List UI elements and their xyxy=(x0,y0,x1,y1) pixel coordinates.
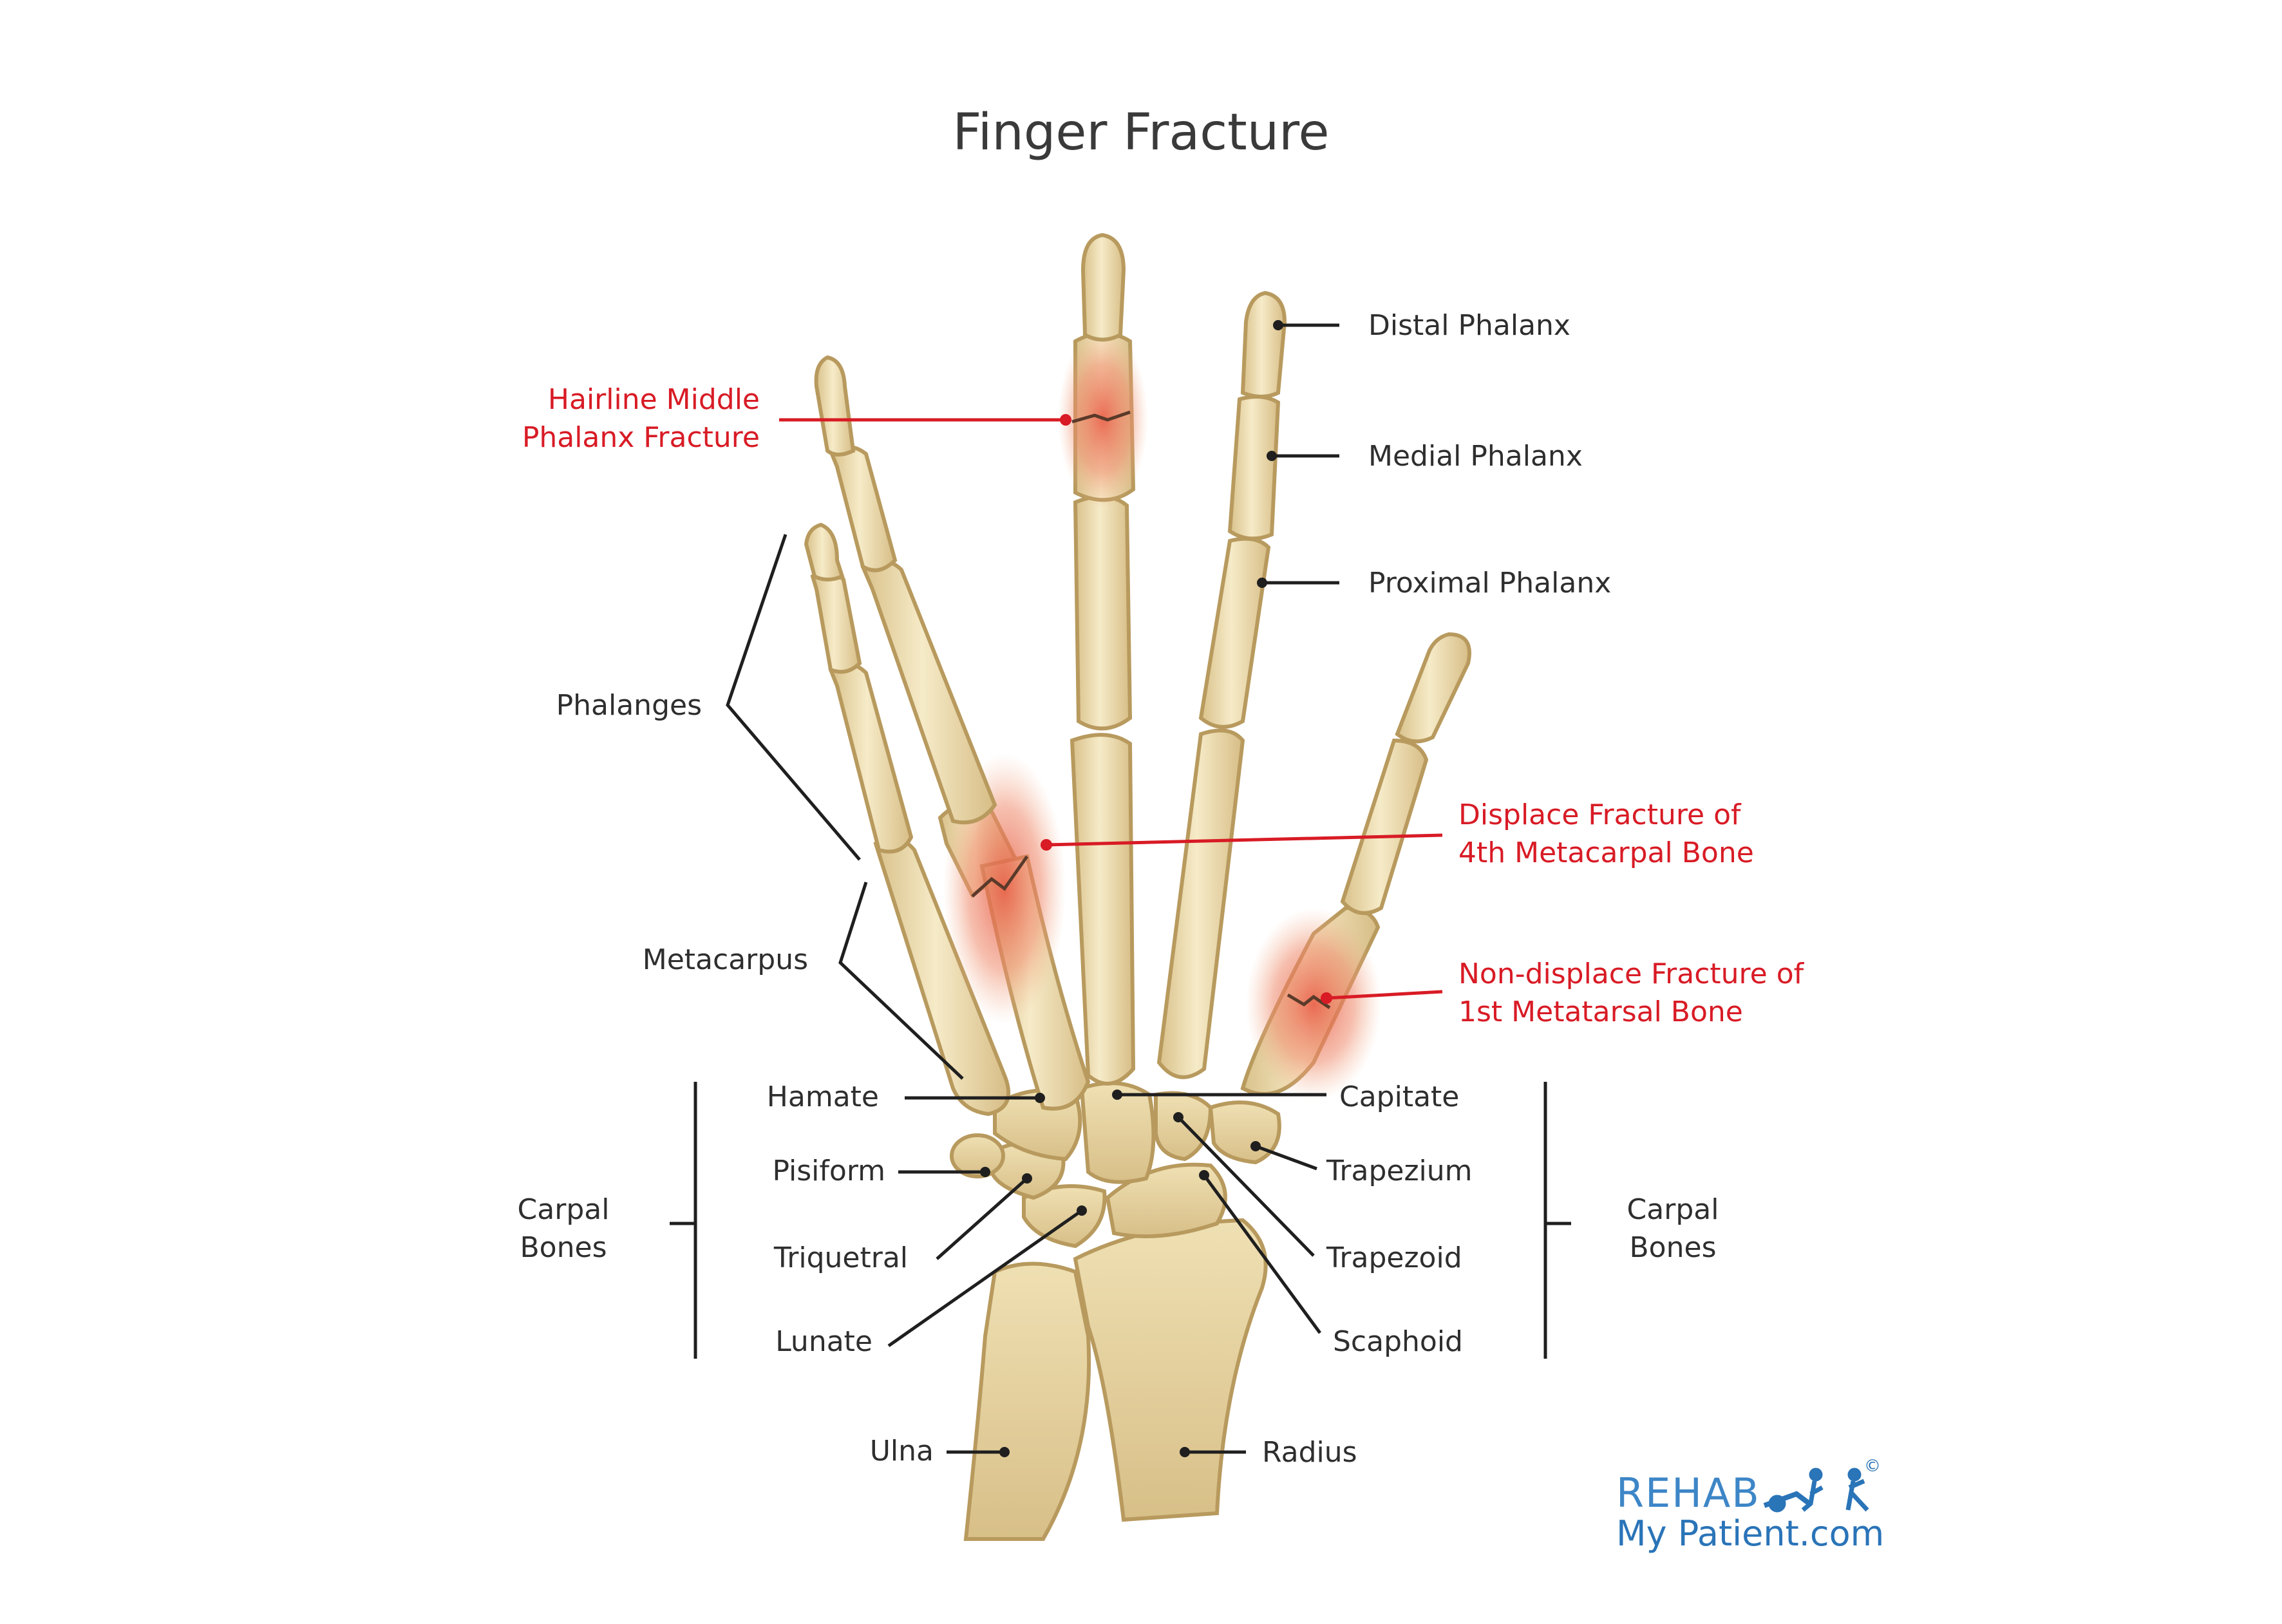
trapezium-bone xyxy=(1208,1100,1281,1165)
trapezoid-bone xyxy=(1154,1091,1213,1162)
displaced-crack xyxy=(971,855,1029,898)
distal-phalanx-4 xyxy=(814,355,856,457)
logo-copyright: © xyxy=(1864,1457,1881,1476)
label-capitate: Capitate xyxy=(1339,1081,1459,1113)
label-hairline-fracture-line1: Hairline Middle xyxy=(548,383,760,416)
hand-skeleton xyxy=(804,232,1471,1541)
label-trapezoid: Trapezoid xyxy=(1326,1242,1462,1274)
label-trapezium: Trapezium xyxy=(1326,1155,1473,1187)
scaphoid-bone xyxy=(1105,1162,1227,1238)
proximal-phalanx-2 xyxy=(1198,536,1271,729)
logo-my-patient-text: My Patient.com xyxy=(1616,1513,1884,1554)
label-metacarpus: Metacarpus xyxy=(643,943,808,976)
logo-my-patient: My Patient xyxy=(1616,1513,1799,1554)
distal-phalanx-5 xyxy=(804,522,845,581)
rehab-my-patient-logo: REHAB © My Patient.com xyxy=(1616,1457,1884,1554)
label-carpal-bones-right-line1: Carpal xyxy=(1627,1193,1719,1226)
metacarpal-3 xyxy=(1070,733,1136,1086)
label-proximal-phalanx: Proximal Phalanx xyxy=(1368,567,1611,600)
label-displaced-fracture-line2: 4th Metacarpal Bone xyxy=(1458,836,1754,869)
pisiform-bone xyxy=(950,1133,1005,1178)
label-carpal-bones-left-line2: Bones xyxy=(520,1231,607,1264)
label-pisiform: Pisiform xyxy=(772,1155,885,1187)
distal-phalanx-2 xyxy=(1240,290,1287,399)
label-ulna: Ulna xyxy=(870,1435,934,1468)
radius-bone xyxy=(1073,1218,1268,1522)
distal-phalanx-1 xyxy=(1395,632,1471,744)
hairline-crack xyxy=(1071,410,1131,424)
proximal-phalanx-5 xyxy=(828,662,914,854)
label-radius: Radius xyxy=(1262,1436,1357,1469)
label-distal-phalanx: Distal Phalanx xyxy=(1368,309,1570,342)
lunate-bone xyxy=(1022,1184,1107,1249)
label-displaced-fracture-line1: Displace Fracture of xyxy=(1458,798,1742,831)
label-phalanges: Phalanges xyxy=(556,689,702,722)
proximal-phalanx-1 xyxy=(1340,738,1429,915)
label-medial-phalanx: Medial Phalanx xyxy=(1368,440,1583,473)
distal-phalanx-3 xyxy=(1080,232,1126,342)
label-hamate: Hamate xyxy=(767,1081,879,1113)
ulna-bone xyxy=(963,1261,1091,1541)
middle-phalanx-4 xyxy=(828,444,898,572)
label-non-displaced-fracture-line1: Non-displace Fracture of xyxy=(1458,958,1805,990)
page-title: Finger Fracture xyxy=(953,104,1330,162)
label-carpal-bones-right-line2: Bones xyxy=(1630,1231,1717,1264)
logo-rehab-text: REHAB xyxy=(1616,1469,1760,1516)
metacarpal-2 xyxy=(1156,728,1245,1079)
proximal-phalanx-3 xyxy=(1073,495,1133,731)
label-lunate: Lunate xyxy=(775,1325,872,1358)
labels: Distal Phalanx Medial Phalanx Proximal P… xyxy=(518,309,1805,1469)
fracture-glow-metacarpal-1 xyxy=(1246,908,1381,1101)
label-scaphoid: Scaphoid xyxy=(1333,1325,1463,1358)
label-non-displaced-fracture-line2: 1st Metatarsal Bone xyxy=(1458,996,1743,1028)
label-triquetral: Triquetral xyxy=(773,1242,908,1274)
non-displaced-crack xyxy=(1287,993,1331,1010)
logo-dot-com: .com xyxy=(1799,1513,1885,1554)
capitate-bone xyxy=(1079,1081,1156,1184)
middle-phalanx-2 xyxy=(1227,395,1281,541)
label-hairline-fracture-line2: Phalanx Fracture xyxy=(522,421,760,454)
leader-lines xyxy=(670,320,1571,1457)
exercise-figures-icon xyxy=(1763,1468,1869,1513)
label-carpal-bones-left-line1: Carpal xyxy=(518,1193,610,1226)
middle-phalanx-5 xyxy=(810,570,862,674)
